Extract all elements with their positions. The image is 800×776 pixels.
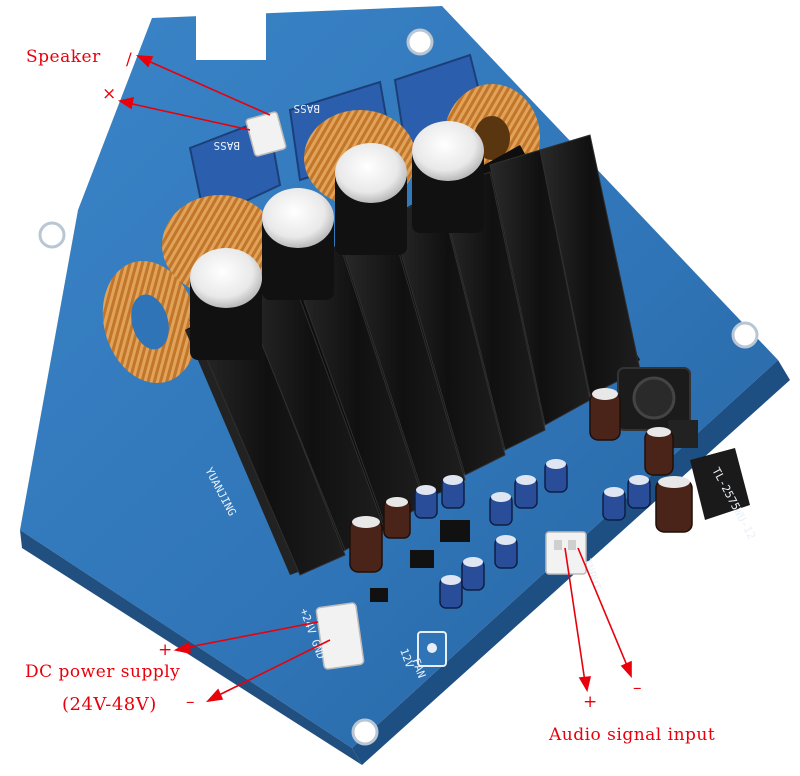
power-connector: [315, 602, 365, 670]
smd-inductor: [617, 367, 691, 431]
fan-connector: [417, 631, 447, 667]
heatsink: [185, 134, 641, 576]
dc-plus-symbol: +: [158, 640, 173, 660]
regulator-ic: [668, 420, 750, 520]
speaker-plus-symbol: /: [126, 50, 132, 70]
speaker-connector: [245, 111, 287, 157]
bass-silkscreen-2: BASS: [214, 139, 241, 152]
mounting-holes: [38, 28, 759, 746]
audio-input-label: Audio signal input: [549, 725, 716, 745]
small-ics: [370, 520, 470, 602]
voltage-label: (24V-48V): [62, 694, 157, 715]
dc-minus-symbol: –: [186, 692, 195, 712]
annotation-arrows: [117, 55, 632, 703]
audio-plus-symbol: +: [583, 692, 598, 712]
large-capacitors: [190, 121, 484, 360]
small-capacitors: [349, 388, 693, 609]
toroid-coils: [102, 84, 540, 384]
bass-silkscreen-1: BASS: [294, 102, 321, 115]
dc-power-label: DC power supply: [25, 662, 181, 682]
fan-silkscreen: FAN: [409, 657, 428, 680]
white-patch: [196, 10, 266, 60]
speaker-label: Speaker: [26, 47, 101, 67]
speaker-minus-symbol: ×: [102, 84, 117, 104]
audio-minus-symbol: –: [633, 678, 642, 698]
